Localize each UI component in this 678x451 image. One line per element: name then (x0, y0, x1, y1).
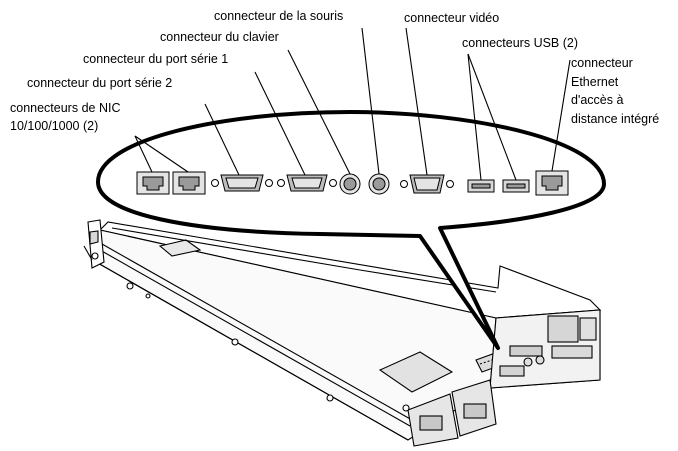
nic-port-1 (137, 172, 169, 194)
remote-label-line-3: d'accès à (571, 91, 659, 110)
remote-label-line-1: connecteur (571, 54, 659, 73)
usb-connectors-label: connecteurs USB (2) (462, 34, 578, 52)
remote-access-ethernet-port (536, 171, 568, 195)
serial-port-2-label: connecteur du port série 2 (27, 74, 172, 92)
serial-port-1-label: connecteur du port série 1 (83, 50, 228, 68)
mouse-port (369, 174, 389, 194)
mouse-connector-label: connecteur de la souris (214, 7, 343, 25)
remote-label-line-4: distance intégré (571, 110, 659, 129)
nic-port-2 (173, 172, 205, 194)
server-chassis (84, 220, 600, 446)
keyboard-connector-label: connecteur du clavier (160, 28, 279, 46)
video-connector-label: connecteur vidéo (404, 9, 499, 27)
usb-port-2 (503, 180, 529, 192)
remote-label-line-2: Ethernet (571, 73, 659, 92)
usb-port-1 (468, 180, 494, 192)
nic-label-line-2: 10/100/1000 (2) (10, 117, 120, 135)
nic-connectors-label: connecteurs de NIC 10/100/1000 (2) (10, 99, 120, 135)
nic-label-line-1: connecteurs de NIC (10, 99, 120, 117)
remote-ethernet-label: connecteur Ethernet d'accès à distance i… (571, 54, 659, 128)
keyboard-port (340, 174, 360, 194)
